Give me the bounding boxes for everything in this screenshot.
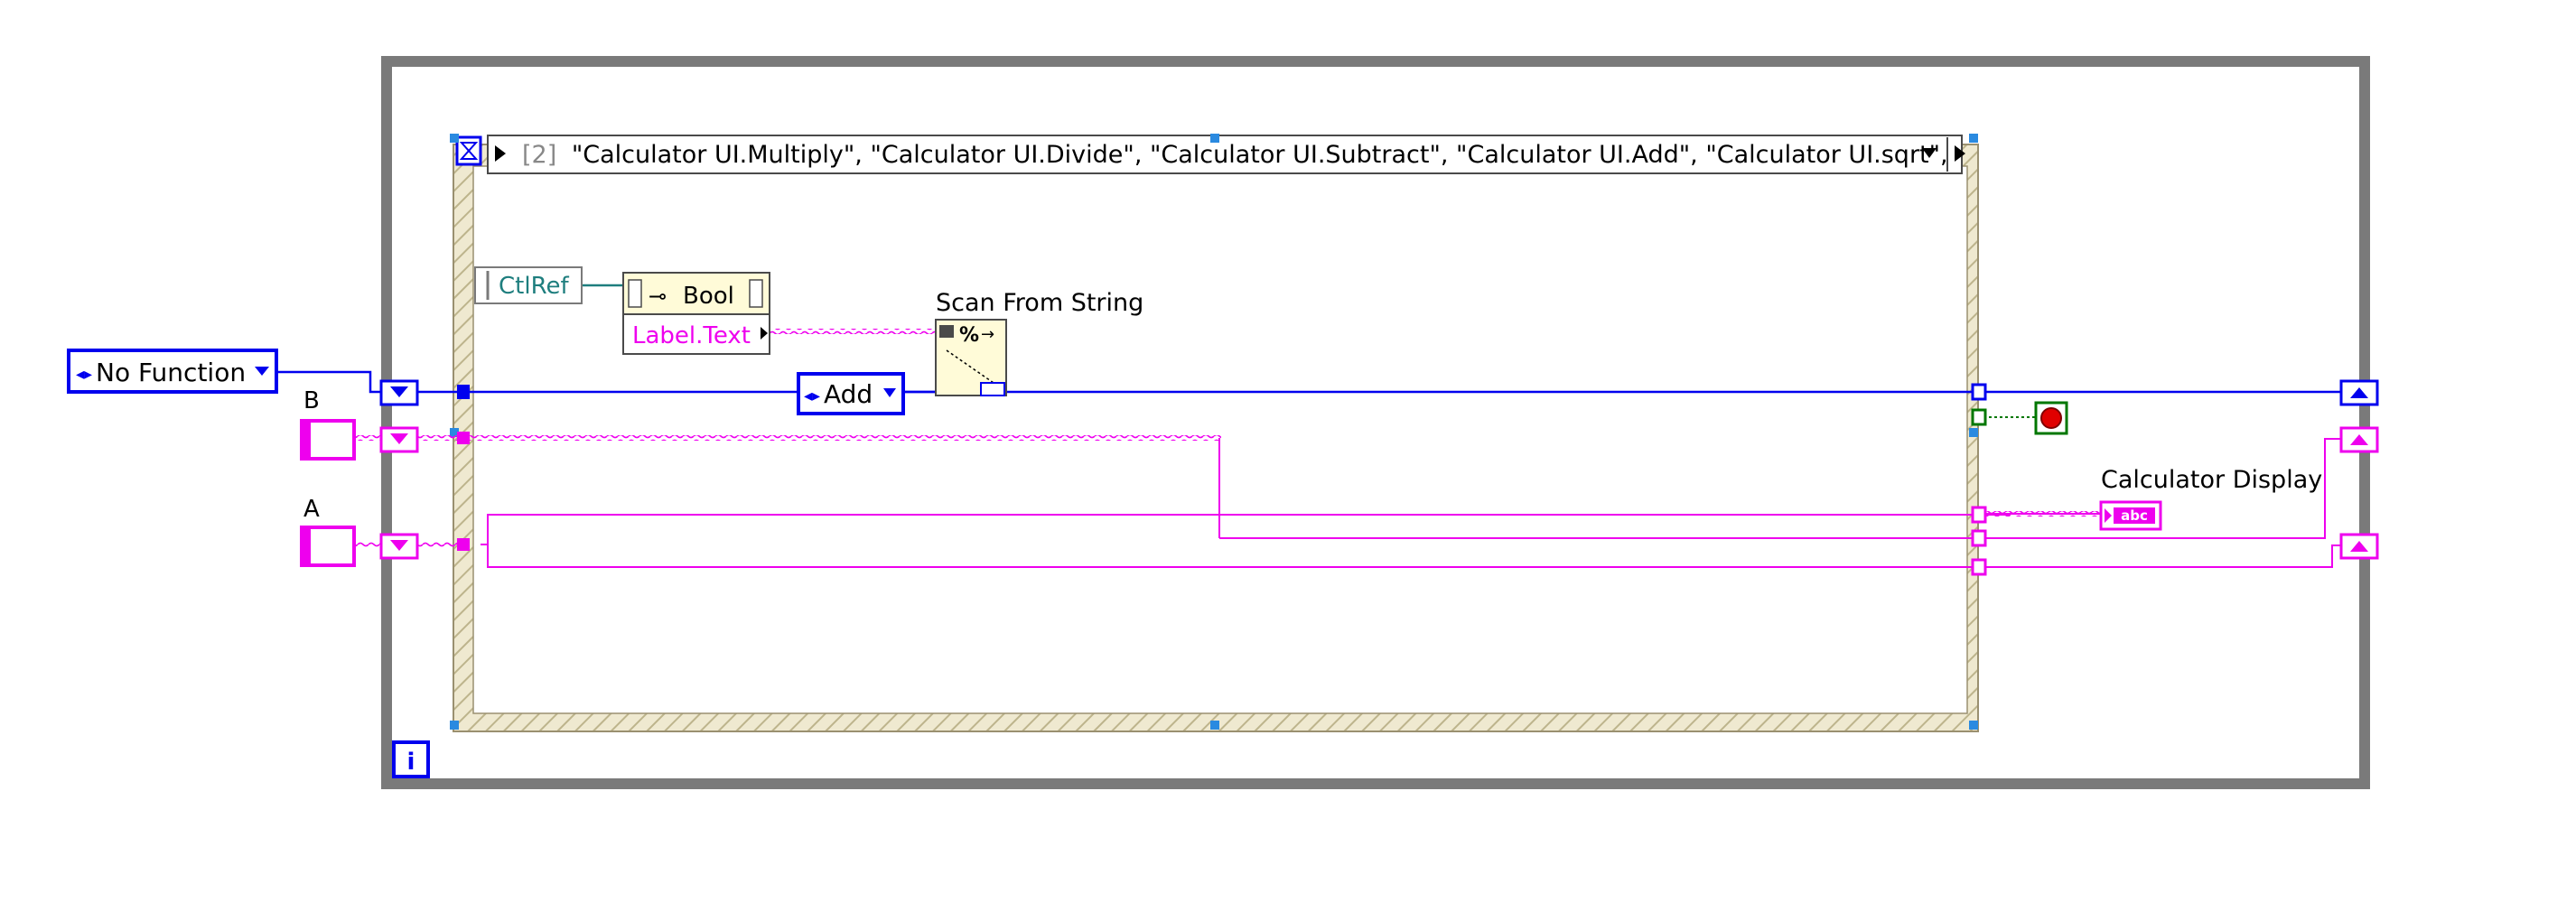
calculator-display-indicator[interactable]: Calculator Display abc <box>2099 466 2322 531</box>
event-case-index: [2] <box>522 141 556 169</box>
tunnel-enum-right[interactable] <box>1971 383 1987 401</box>
shift-register-a-right[interactable] <box>2339 533 2379 560</box>
wires <box>276 284 2341 568</box>
tunnel-b-left[interactable] <box>457 432 470 444</box>
stop-icon <box>2040 407 2062 429</box>
shift-register-enum-left[interactable] <box>379 379 419 406</box>
case-dropdown-arrow-icon[interactable] <box>1922 148 1937 158</box>
add-enum-label: Add <box>824 379 873 409</box>
no-function-enum-constant[interactable]: ◂▸ No Function <box>67 349 278 394</box>
shift-register-b-right[interactable] <box>2339 426 2379 453</box>
a-label: A <box>303 496 320 523</box>
add-enum-dropdown-icon[interactable] <box>883 388 896 397</box>
tunnel-a-left[interactable] <box>457 538 470 551</box>
a-control[interactable]: A <box>300 496 356 567</box>
shift-register-enum-right[interactable] <box>2339 379 2379 406</box>
shift-register-a-left[interactable] <box>379 533 419 560</box>
calculator-display-label: Calculator Display <box>2101 466 2322 494</box>
bool-class-label: Bool <box>683 283 734 310</box>
previous-case-arrow-icon[interactable] <box>495 145 506 162</box>
enum-dropdown-icon[interactable] <box>255 367 269 376</box>
property-node[interactable]: ⊸ Bool Label.Text <box>622 272 770 355</box>
event-case-selector[interactable]: [2] "Calculator UI.Multiply", "Calculato… <box>487 135 1965 174</box>
tunnel-bool-right[interactable] <box>1971 408 1987 426</box>
next-case-arrow-icon[interactable] <box>1955 145 1965 162</box>
tunnel-enum-left[interactable] <box>457 385 470 399</box>
tunnel-b-right[interactable] <box>1971 529 1987 547</box>
b-control[interactable]: B <box>300 387 356 461</box>
while-loop-frame <box>381 56 2370 789</box>
event-structure-handles[interactable] <box>450 134 1978 730</box>
ctlref-label: CtlRef <box>499 273 569 300</box>
add-enum-constant[interactable]: ◂▸ Add <box>797 372 905 415</box>
no-function-wire <box>276 370 381 394</box>
label-text-property: Label.Text <box>632 322 751 349</box>
property-output-arrow-icon <box>761 327 768 340</box>
shift-register-b-left[interactable] <box>379 426 419 453</box>
b-label: B <box>303 387 320 414</box>
svg-text:→: → <box>981 325 994 344</box>
stop-button-terminal[interactable] <box>2034 401 2068 435</box>
iteration-terminal-label: i <box>407 749 415 776</box>
iteration-terminal: i <box>392 740 430 778</box>
svg-text:[2] "Calculator UI.Mul: [2] "Calculator UI.Multiply", "Calculato… <box>522 141 1948 169</box>
scan-from-string-node[interactable]: Scan From String % → <box>935 289 1143 396</box>
while-loop: i <box>381 56 2370 789</box>
event-case-names: "Calculator UI.Multiply", "Calculator UI… <box>572 141 1948 169</box>
property-class-icon <box>628 279 763 308</box>
add-enum-increment-icon: ◂▸ <box>804 386 820 405</box>
string-type-glyph: abc <box>2121 507 2148 524</box>
ctlref-node[interactable]: CtlRef <box>474 266 583 304</box>
enum-increment-icon: ◂▸ <box>76 365 92 384</box>
tunnel-display-right[interactable] <box>1971 506 1987 524</box>
format-percent-icon: % <box>959 324 979 347</box>
event-timeout-icon <box>455 135 482 166</box>
event-structure: [2] "Calculator UI.Multiply", "Calculato… <box>450 134 1979 732</box>
scan-from-string-label: Scan From String <box>936 289 1143 317</box>
no-function-label: No Function <box>96 358 246 387</box>
tunnel-a-right[interactable] <box>1971 558 1987 576</box>
bool-arrow-icon: ⊸ <box>649 284 667 309</box>
